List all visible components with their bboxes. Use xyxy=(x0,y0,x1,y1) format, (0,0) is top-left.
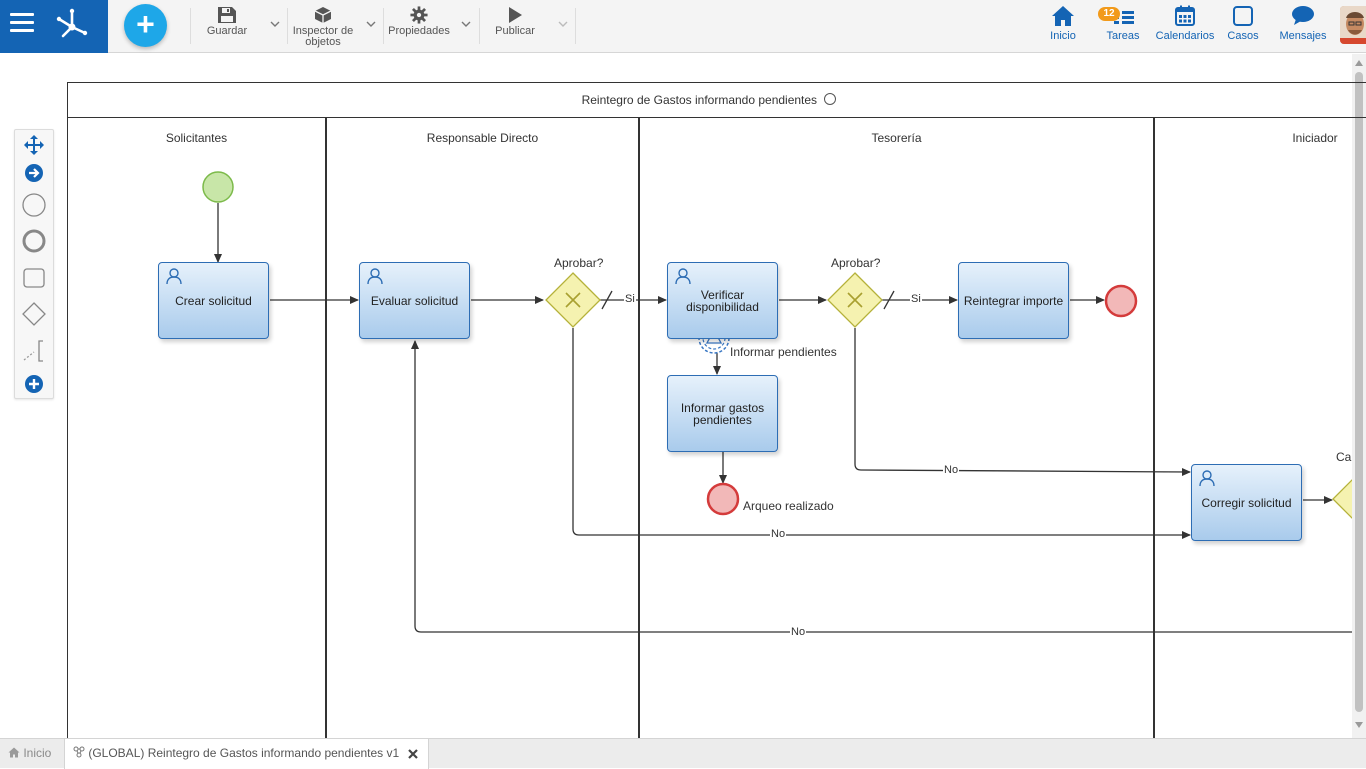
hamburger-menu-icon[interactable] xyxy=(10,13,34,35)
start-event xyxy=(202,171,234,203)
default-flow-slash xyxy=(601,290,613,310)
app-logo-icon[interactable] xyxy=(55,7,89,41)
object-inspector-button[interactable]: Inspector de objetos xyxy=(290,6,356,50)
task-informar-gastos-pendientes[interactable]: Informar gastos pendientes xyxy=(667,375,778,452)
user-avatar[interactable] xyxy=(1340,6,1366,44)
task-crear-solicitud[interactable]: Crear solicitud xyxy=(158,262,269,339)
vertical-scrollbar[interactable] xyxy=(1352,54,1366,738)
gear-icon xyxy=(410,6,428,24)
flow-label-si: Si xyxy=(624,293,636,305)
lane-divider xyxy=(638,117,640,757)
nav-messages[interactable]: Mensajes xyxy=(1278,5,1328,49)
publish-dropdown-chevron-down-icon[interactable] xyxy=(558,19,568,29)
gateway3-label: Ca xyxy=(1336,450,1352,464)
properties-dropdown-chevron-down-icon[interactable] xyxy=(461,19,471,29)
flow-label-si: Si xyxy=(910,293,922,305)
lane-divider xyxy=(325,117,327,757)
lane-title-iniciador: Iniciador xyxy=(1292,131,1338,145)
tab-home[interactable]: Inicio xyxy=(0,739,64,769)
sequence-flows-layer xyxy=(202,171,1352,633)
scroll-up-icon[interactable] xyxy=(1355,60,1363,66)
move-arrows-icon[interactable] xyxy=(21,132,47,158)
pool-status-circle-icon xyxy=(824,93,837,105)
user-task-icon xyxy=(367,268,383,285)
cases-square-icon xyxy=(1233,6,1253,26)
toolbar-divider xyxy=(575,8,576,44)
tool-palette xyxy=(14,129,54,399)
close-tab-icon[interactable] xyxy=(406,747,420,761)
add-button[interactable]: + xyxy=(124,4,167,47)
speech-bubble-icon xyxy=(1292,6,1314,25)
lane-title-tesoreria: Tesorería xyxy=(871,131,922,145)
task-reintegrar-importe[interactable]: Reintegrar importe xyxy=(958,262,1069,339)
scrollbar-thumb[interactable] xyxy=(1355,72,1363,712)
toolbar-divider xyxy=(479,8,480,44)
process-diagram-icon xyxy=(73,746,85,758)
default-flow-slash xyxy=(883,290,895,310)
annotation-icon[interactable] xyxy=(21,338,47,364)
end-event-arqueo xyxy=(706,482,740,516)
boundary-event-label: Informar pendientes xyxy=(730,345,837,359)
inspector-dropdown-chevron-down-icon[interactable] xyxy=(366,19,376,29)
nav-cases[interactable]: Casos xyxy=(1224,5,1262,49)
pool-header: Reintegro de Gastos informando pendiente… xyxy=(68,83,1366,118)
start-event-circle-icon[interactable] xyxy=(21,192,47,218)
calendar-icon xyxy=(1175,5,1195,26)
flow-gateway1-no xyxy=(572,328,1191,539)
task-corregir-solicitud[interactable]: Corregir solicitud xyxy=(1191,464,1302,541)
task-evaluar-solicitud[interactable]: Evaluar solicitud xyxy=(359,262,470,339)
task-verificar-disponibilidad[interactable]: Verificar disponibilidad xyxy=(667,262,778,339)
end-event-circle-icon[interactable] xyxy=(21,228,47,254)
brand-area xyxy=(0,0,108,53)
task-rectangle-icon[interactable] xyxy=(21,265,47,291)
lane-title-solicitantes: Solicitantes xyxy=(165,131,228,145)
gateway-aprobar-1 xyxy=(545,272,601,328)
end-event-reintegro xyxy=(1104,284,1138,318)
gateway1-label: Aprobar? xyxy=(554,256,604,270)
nav-home[interactable]: Inicio xyxy=(1043,5,1083,49)
home-icon xyxy=(1052,6,1074,26)
flow-label-no: No xyxy=(943,464,960,476)
home-icon xyxy=(8,747,20,758)
nav-calendars[interactable]: Calendarios xyxy=(1154,5,1216,49)
pool-title: Reintegro de Gastos informando pendiente… xyxy=(68,92,1351,107)
gateway-diamond-icon[interactable] xyxy=(21,301,47,327)
scroll-down-icon[interactable] xyxy=(1355,722,1363,728)
add-more-plus-icon[interactable] xyxy=(21,371,47,397)
gateway2-label: Aprobar? xyxy=(831,256,881,270)
gateway-aprobar-2 xyxy=(827,272,883,328)
flow-gateway2-no xyxy=(854,328,1191,476)
lane-divider xyxy=(1153,117,1155,757)
properties-button[interactable]: Propiedades xyxy=(386,6,452,50)
end-event-label: Arqueo realizado xyxy=(743,499,834,513)
publish-button[interactable]: Publicar xyxy=(486,6,544,50)
top-bar: + Guardar Inspector de objetos Propiedad… xyxy=(0,0,1366,53)
bottom-tab-bar: Inicio (GLOBAL) Reintegro de Gastos info… xyxy=(0,738,1366,769)
flow-label-no: No xyxy=(770,528,787,540)
tasks-count-badge: 12 xyxy=(1098,7,1120,21)
save-button[interactable]: Guardar xyxy=(200,6,254,50)
sequence-flow-arrow-icon[interactable] xyxy=(21,160,47,186)
toolbar-divider xyxy=(190,8,191,44)
cube-icon xyxy=(314,7,332,23)
user-task-icon xyxy=(166,268,182,285)
user-task-icon xyxy=(1199,470,1215,487)
toolbar-divider xyxy=(287,8,288,44)
flow-no-back-to-evaluar xyxy=(411,340,1352,633)
user-task-icon xyxy=(675,268,691,285)
gateway-partial-3 xyxy=(1332,479,1352,519)
user-face-icon xyxy=(1340,6,1366,44)
tab-process-diagram[interactable]: (GLOBAL) Reintegro de Gastos informando … xyxy=(64,739,429,769)
toolbar-divider xyxy=(383,8,384,44)
play-icon xyxy=(509,7,522,23)
lane-title-responsable-directo: Responsable Directo xyxy=(426,131,539,145)
save-dropdown-chevron-down-icon[interactable] xyxy=(270,19,280,29)
save-icon xyxy=(218,7,236,23)
flow-label-no: No xyxy=(790,626,807,638)
